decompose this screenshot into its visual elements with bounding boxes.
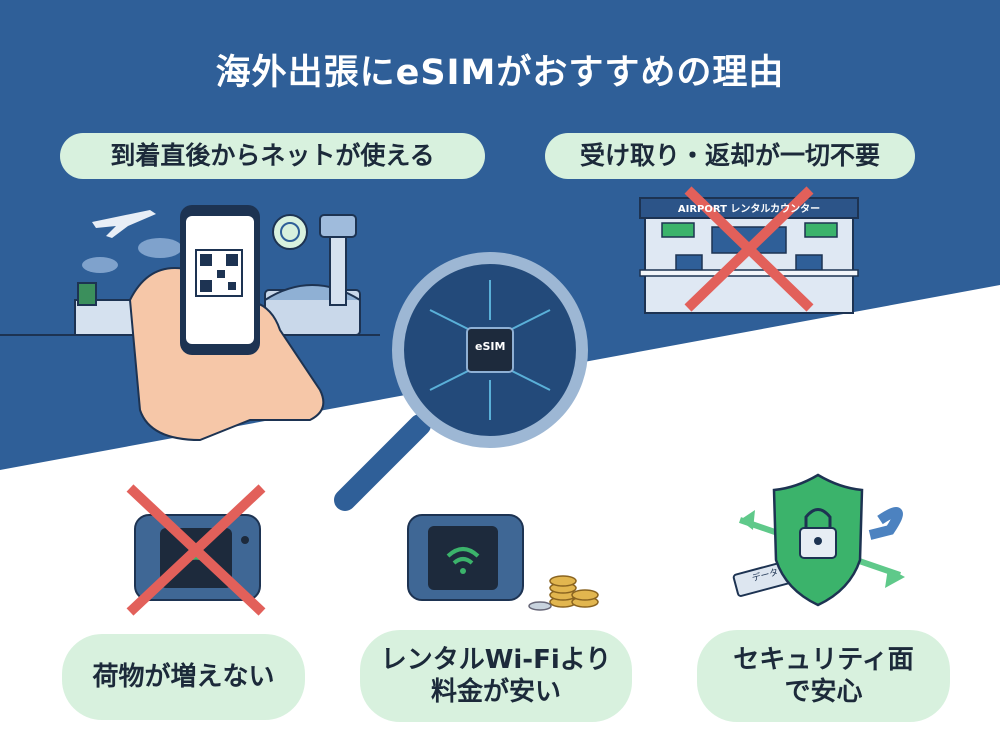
benefit-pill-no-extra-luggage: 荷物が増えない (62, 634, 305, 720)
benefit-label: 荷物が増えない (92, 661, 275, 692)
benefit-label-line1: レンタルWi-Fiより (380, 644, 612, 675)
security-shield-illustration (732, 473, 905, 607)
airplane-icon (92, 210, 156, 238)
control-tower-icon (329, 234, 347, 306)
wifi-icon (446, 547, 480, 565)
benefit-label-line1: セキュリティ面 (733, 644, 914, 675)
globe-chat-icon (272, 214, 308, 250)
benefit-pill-instant-internet: 到着直後からネットが使える (60, 133, 485, 179)
coins-icon (528, 575, 599, 611)
benefit-label: 受け取り・返却が一切不要 (579, 141, 880, 171)
benefit-pill-cheaper: レンタルWi-Fiより料金が安い (360, 630, 632, 722)
benefit-label-line2: で安心 (784, 677, 863, 707)
airport-scene-illustration (0, 205, 380, 442)
rental-counter-illustration (639, 186, 859, 314)
benefit-label-line2: 料金が安い (430, 677, 561, 707)
benefit-pill-no-pickup-return: 受け取り・返却が一切不要 (545, 133, 915, 179)
benefit-label: 到着直後からネットが使える (110, 141, 435, 171)
benefit-pill-security: セキュリティ面で安心 (697, 630, 950, 722)
esim-chip-icon (466, 327, 514, 373)
pocket-wifi-crossed-illustration (126, 484, 266, 616)
pocket-wifi-coins-illustration (407, 514, 599, 611)
page-title: 海外出張にeSIMがおすすめの理由 (215, 53, 785, 93)
counter-sign-text: AIRPORT レンタルカウンター (677, 204, 821, 215)
esim-chip-label: eSIM (475, 340, 506, 353)
magnifier-esim-illustration (334, 252, 588, 511)
